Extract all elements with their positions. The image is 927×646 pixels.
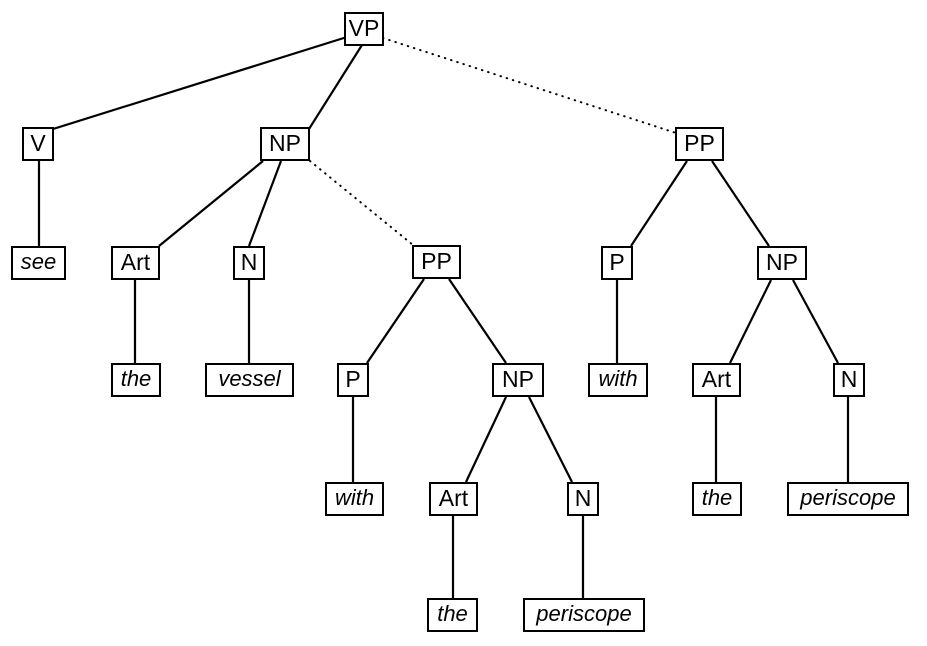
tree-leaf-the_m: the xyxy=(427,598,478,632)
node-label: NP xyxy=(766,248,798,275)
node-label: V xyxy=(30,129,46,156)
tree-node-pp_mid: PP xyxy=(412,245,461,279)
tree-edge-np_right-n_right xyxy=(792,279,839,364)
tree-leaf-the1: the xyxy=(111,363,161,397)
tree-leaf-the_r: the xyxy=(692,482,742,516)
node-label: N xyxy=(840,365,858,392)
tree-edge-np1-n1 xyxy=(247,160,283,247)
node-label: with xyxy=(598,366,638,391)
tree-edge-np1-pp_mid xyxy=(309,160,414,246)
tree-node-art1: Art xyxy=(111,246,160,280)
node-label: see xyxy=(20,249,57,274)
tree-node-np1: NP xyxy=(260,127,310,161)
tree-edge-pp_mid-p_mid xyxy=(366,278,425,364)
tree-edge-pp_right-np_right xyxy=(711,160,770,247)
node-label: PP xyxy=(421,247,452,274)
node-label: Art xyxy=(120,248,151,275)
tree-edge-vp-pp_right xyxy=(382,37,677,134)
tree-node-v: V xyxy=(22,127,54,161)
tree-node-n_right: N xyxy=(833,363,865,397)
tree-edge-np_mid-art_mid xyxy=(465,396,507,483)
tree-node-vp: VP xyxy=(344,12,384,46)
tree-node-p_mid: P xyxy=(337,363,369,397)
tree-leaf-see: see xyxy=(11,246,66,280)
tree-edge-vp-np1 xyxy=(308,44,363,130)
node-label: NP xyxy=(269,129,301,156)
tree-edge-np1-art1 xyxy=(158,160,264,247)
tree-leaf-peri_r: periscope xyxy=(787,482,909,516)
node-label: the xyxy=(437,601,468,626)
tree-node-pp_right: PP xyxy=(675,127,724,161)
tree-leaf-with_m: with xyxy=(325,482,384,516)
node-label: the xyxy=(701,485,733,510)
node-label: periscope xyxy=(536,601,632,626)
tree-leaf-vessel: vessel xyxy=(205,363,294,397)
tree-leaf-with_r: with xyxy=(588,363,648,397)
node-label: N xyxy=(240,248,258,275)
tree-edge-np_right-art_right xyxy=(729,279,772,364)
tree-edge-vp-v xyxy=(52,35,348,131)
tree-edge-pp_mid-np_mid xyxy=(448,278,507,364)
tree-node-art_right: Art xyxy=(692,363,741,397)
node-label: Art xyxy=(701,365,732,392)
node-label: VP xyxy=(348,14,380,41)
tree-edge-np_mid-n_mid xyxy=(528,396,573,483)
tree-edge-pp_right-p_right xyxy=(630,160,688,247)
node-label: Art xyxy=(438,484,469,511)
tree-node-np_right: NP xyxy=(757,246,807,280)
tree-leaf-peri_m: periscope xyxy=(523,598,645,632)
node-label: periscope xyxy=(800,485,896,510)
tree-node-p_right: P xyxy=(601,246,633,280)
tree-node-np_mid: NP xyxy=(492,363,544,397)
node-label: P xyxy=(609,248,625,275)
tree-node-n_mid: N xyxy=(567,482,599,516)
tree-node-art_mid: Art xyxy=(429,482,478,516)
node-label: NP xyxy=(502,365,534,392)
node-label: P xyxy=(345,365,361,392)
tree-node-n1: N xyxy=(233,246,265,280)
node-label: PP xyxy=(684,129,715,156)
node-label: vessel xyxy=(218,366,281,391)
node-label: the xyxy=(120,366,152,391)
node-label: N xyxy=(574,484,592,511)
node-label: with xyxy=(334,485,375,510)
